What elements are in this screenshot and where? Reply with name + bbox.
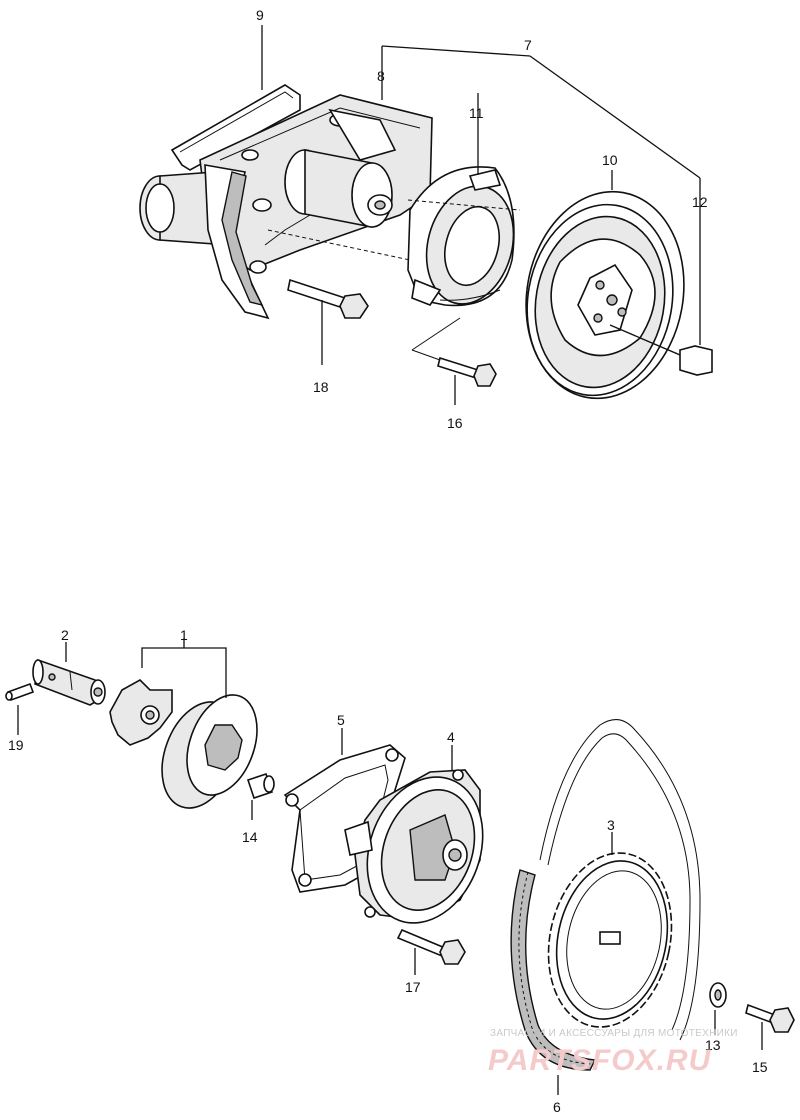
callout-8: 8 <box>377 68 385 84</box>
part-1-bracket <box>141 638 227 698</box>
callout-labels: 9 7 8 11 10 12 18 16 2 1 19 5 4 14 3 17 … <box>8 7 768 1115</box>
callout-2: 2 <box>61 627 69 643</box>
callout-13: 13 <box>705 1037 721 1053</box>
callout-4: 4 <box>447 729 455 745</box>
part-18-bolt <box>287 278 369 319</box>
part-15-bolt <box>745 1003 795 1050</box>
callout-3: 3 <box>607 817 615 833</box>
callout-12: 12 <box>692 194 708 210</box>
callout-10: 10 <box>602 152 618 168</box>
watermark-site: PARTSFOX.RU <box>488 1044 712 1077</box>
callout-5: 5 <box>337 712 345 728</box>
callout-9: 9 <box>256 7 264 23</box>
callout-7: 7 <box>524 37 532 53</box>
part-11-plate <box>407 166 515 307</box>
part-2-shaft <box>32 642 106 706</box>
part-13-washer <box>709 982 727 1035</box>
tensioner-shaft <box>264 149 393 246</box>
part-9-gasket <box>170 84 301 171</box>
callout-18: 18 <box>313 379 329 395</box>
chain-loop-outline <box>539 719 701 1041</box>
part-4-pump-body <box>344 745 484 924</box>
callout-16: 16 <box>447 415 463 431</box>
tensioner-slipper <box>204 164 272 320</box>
top-assembly-lines <box>267 199 521 361</box>
callout-1: 1 <box>180 627 188 643</box>
callout-14: 14 <box>242 829 258 845</box>
part-16-bolt <box>437 356 497 387</box>
callout-19: 19 <box>8 737 24 753</box>
callout-11: 11 <box>469 105 484 121</box>
part-19-pin <box>5 682 35 735</box>
callout-17: 17 <box>405 979 421 995</box>
top-leader-lines <box>261 25 701 405</box>
watermark: ЗАПЧАСТИ И АКСЕССУАРЫ ДЛЯ МОТОТЕХНИКИ PA… <box>488 1028 738 1077</box>
part-1-outer-rotor <box>161 694 258 809</box>
tensioner-cylinder <box>139 171 216 245</box>
part-14-dowel <box>246 772 275 820</box>
part-3-sprocket <box>547 832 673 1028</box>
callout-15: 15 <box>752 1059 768 1075</box>
part-1-inner-rotor <box>109 679 173 746</box>
part-6-chain <box>510 869 597 1095</box>
watermark-caption: ЗАПЧАСТИ И АКСЕССУАРЫ ДЛЯ МОТОТЕХНИКИ <box>490 1028 738 1039</box>
part-17-bolt <box>396 928 466 975</box>
part-12-bolt <box>609 324 713 376</box>
callout-6: 6 <box>553 1099 561 1115</box>
part-10-pulley <box>525 190 685 400</box>
